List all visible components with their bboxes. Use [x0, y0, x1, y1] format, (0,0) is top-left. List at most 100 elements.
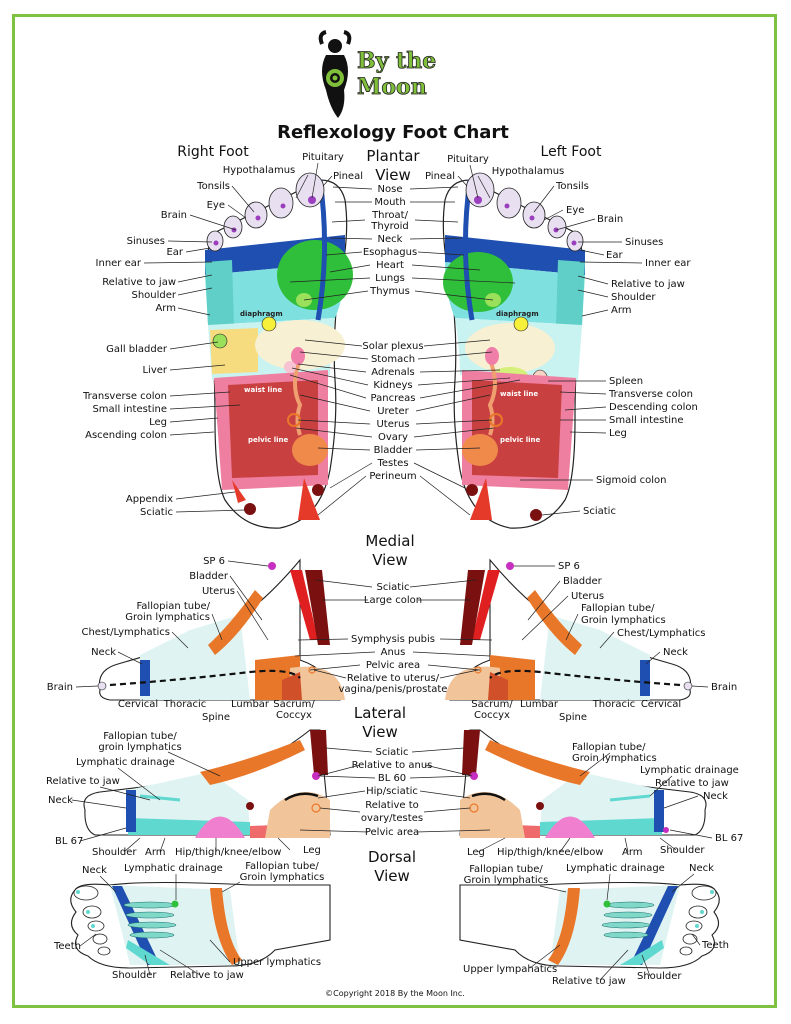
medial-right-labels: SP 6 Bladder Uterus Fallopian tube/ Groi…: [471, 561, 737, 723]
lbl-ml-sp6: SP 6: [203, 556, 225, 567]
lbl-r-jaw: Relative to jaw: [102, 277, 176, 288]
lbl-dr-upper-lymph: Upper lympahatics: [463, 964, 557, 975]
lbl-r-inner-ear: Inner ear: [96, 258, 142, 269]
lbl-l-descending-colon: Descending colon: [609, 402, 698, 413]
plantar-left-leaders: [457, 164, 643, 516]
lbl-esophagus: Esophagus: [363, 247, 417, 258]
lbl-r-gall-bladder: Gall bladder: [106, 344, 168, 355]
lbl-ll-jaw: Relative to jaw: [46, 776, 120, 787]
lbl-ml-uterus: Uterus: [202, 586, 235, 597]
lbl-ll-groin: groin lymphatics: [98, 742, 181, 753]
lbl-r-sciatic: Sciatic: [140, 507, 173, 518]
lbl-l-sciatic: Sciatic: [583, 506, 616, 517]
lbl-l-relative-to: Relative to: [365, 800, 419, 811]
lbl-l-arm: Arm: [611, 305, 632, 316]
lbl-mr-fallopian: Fallopian tube/: [581, 603, 655, 614]
lbl-lr-arm: Arm: [622, 847, 643, 858]
lbl-stomach: Stomach: [371, 354, 415, 365]
lbl-l-small-intestine: Small intestine: [609, 415, 684, 426]
lbl-dl-lymph-drain: Lymphatic drainage: [124, 863, 223, 874]
lbl-dl-fallopian: Fallopian tube/: [245, 861, 319, 872]
lbl-ll-hip: Hip/thigh/knee/elbow: [175, 847, 281, 858]
right-foot-plantar: [205, 172, 353, 529]
lbl-dl-neck: Neck: [82, 865, 107, 876]
lbl-l-leg: Leg: [609, 428, 627, 439]
lbl-l-jaw: Relative to jaw: [611, 279, 685, 290]
lateral-heading-2: View: [362, 723, 398, 741]
diaphragm-right: diaphragm: [240, 310, 283, 318]
dorsal-left-foot: [70, 881, 331, 969]
lbl-adrenals: Adrenals: [371, 367, 415, 378]
lbl-dr-lymph-drain: Lymphatic drainage: [566, 863, 665, 874]
lbl-mr-uterus: Uterus: [571, 591, 604, 602]
lbl-ml-coccyx: Coccyx: [276, 710, 312, 721]
lbl-r-leg: Leg: [149, 417, 167, 428]
lbl-mouth: Mouth: [374, 197, 405, 208]
lateral-left-labels: Fallopian tube/ groin lymphatics Lymphat…: [46, 731, 321, 858]
lbl-r-ear: Ear: [166, 247, 183, 258]
lbl-ovary: Ovary: [378, 432, 408, 443]
lbl-l-shoulder: Shoulder: [611, 292, 656, 303]
lbl-l-ovary-testes: ovary/testes: [361, 813, 423, 824]
lateral-right-labels: Fallopian tube/ Groin lymphatics Lymphat…: [467, 742, 743, 858]
lbl-throat: Throat/: [371, 210, 409, 221]
lbl-mr-sacrum: Sacrum/: [471, 699, 513, 710]
lbl-mr-bladder: Bladder: [563, 576, 603, 587]
lbl-thymus: Thymus: [369, 286, 410, 297]
lbl-ml-brain: Brain: [47, 682, 73, 693]
lbl-l-eye: Eye: [566, 205, 584, 216]
lbl-lr-groin: Groin lymphatics: [572, 753, 657, 764]
lbl-r-transverse-colon: Transverse colon: [82, 391, 167, 402]
lbl-mr-coccyx: Coccyx: [474, 710, 510, 721]
dorsal-right-labels: Lymphatic drainage Neck Fallopian tube/ …: [463, 863, 729, 987]
lbl-ml-neck: Neck: [91, 647, 116, 658]
lbl-lr-leg: Leg: [467, 847, 485, 858]
lbl-perineum: Perineum: [369, 471, 416, 482]
lbl-dr-neck: Neck: [689, 863, 714, 874]
lbl-ll-leg: Leg: [303, 845, 321, 856]
pelvic-line-right: pelvic line: [248, 436, 288, 444]
right-foot-heading: Right Foot: [177, 144, 249, 160]
dorsal-right-foot: [459, 881, 720, 969]
medial-left-foot: [97, 558, 345, 701]
dorsal-heading-2: View: [374, 867, 410, 885]
lbl-ml-fallopian: Fallopian tube/: [136, 601, 210, 612]
lbl-l-brain: Brain: [597, 214, 623, 225]
lbl-r-hypothalamus: Hypothalamus: [223, 165, 296, 176]
lbl-r-arm: Arm: [155, 303, 176, 314]
lbl-dr-jaw: Relative to jaw: [552, 976, 626, 987]
lbl-uterus: Uterus: [376, 419, 409, 430]
lbl-dr-fallopian: Fallopian tube/: [469, 864, 543, 875]
lbl-ml-groin: Groin lymphatics: [125, 612, 210, 623]
lbl-lr-lymph-drain: Lymphatic drainage: [640, 765, 739, 776]
plantar-right-foot-labels: Pituitary Hypothalamus Pineal Tonsils Ey…: [82, 152, 363, 518]
pelvic-line-left: pelvic line: [500, 436, 540, 444]
lbl-ml-chest: Chest/Lymphatics: [81, 627, 170, 638]
lbl-l-hip-sciatic: Hip/sciatic: [366, 786, 418, 797]
lbl-lr-neck: Neck: [703, 791, 728, 802]
lateral-leaders: [71, 747, 713, 853]
medial-heading-1: Medial: [365, 532, 414, 550]
medial-left-labels: SP 6 Bladder Uterus Fallopian tube/ Groi…: [47, 556, 316, 723]
dorsal-leaders: [79, 873, 701, 981]
lbl-l-inner-ear: Inner ear: [645, 258, 691, 269]
dorsal-heading-1: Dorsal: [368, 848, 416, 866]
medial-heading-2: View: [372, 551, 408, 569]
lbl-ml-thoracic: Thoracic: [163, 699, 207, 710]
lbl-l-sigmoid-colon: Sigmoid colon: [596, 475, 667, 486]
lbl-m-pelvic-area: Pelvic area: [366, 660, 420, 671]
left-foot-plantar: [442, 172, 585, 529]
lbl-ll-neck: Neck: [48, 795, 73, 806]
lbl-lr-shoulder: Shoulder: [660, 845, 705, 856]
lbl-mr-thoracic: Thoracic: [592, 699, 636, 710]
lbl-l-ear: Ear: [606, 250, 623, 261]
lbl-nose: Nose: [378, 184, 403, 195]
lbl-lr-hip: Hip/thigh/knee/elbow: [497, 847, 603, 858]
lbl-m-anus: Anus: [381, 647, 406, 658]
plantar-center-labels: Nose Mouth Throat/ Thyroid Neck Esophagu…: [362, 184, 423, 482]
brand-line-1: By the: [357, 48, 436, 74]
lbl-r-sinuses: Sinuses: [127, 236, 165, 247]
lbl-lr-jaw: Relative to jaw: [655, 778, 729, 789]
lbl-ll-arm: Arm: [145, 847, 166, 858]
